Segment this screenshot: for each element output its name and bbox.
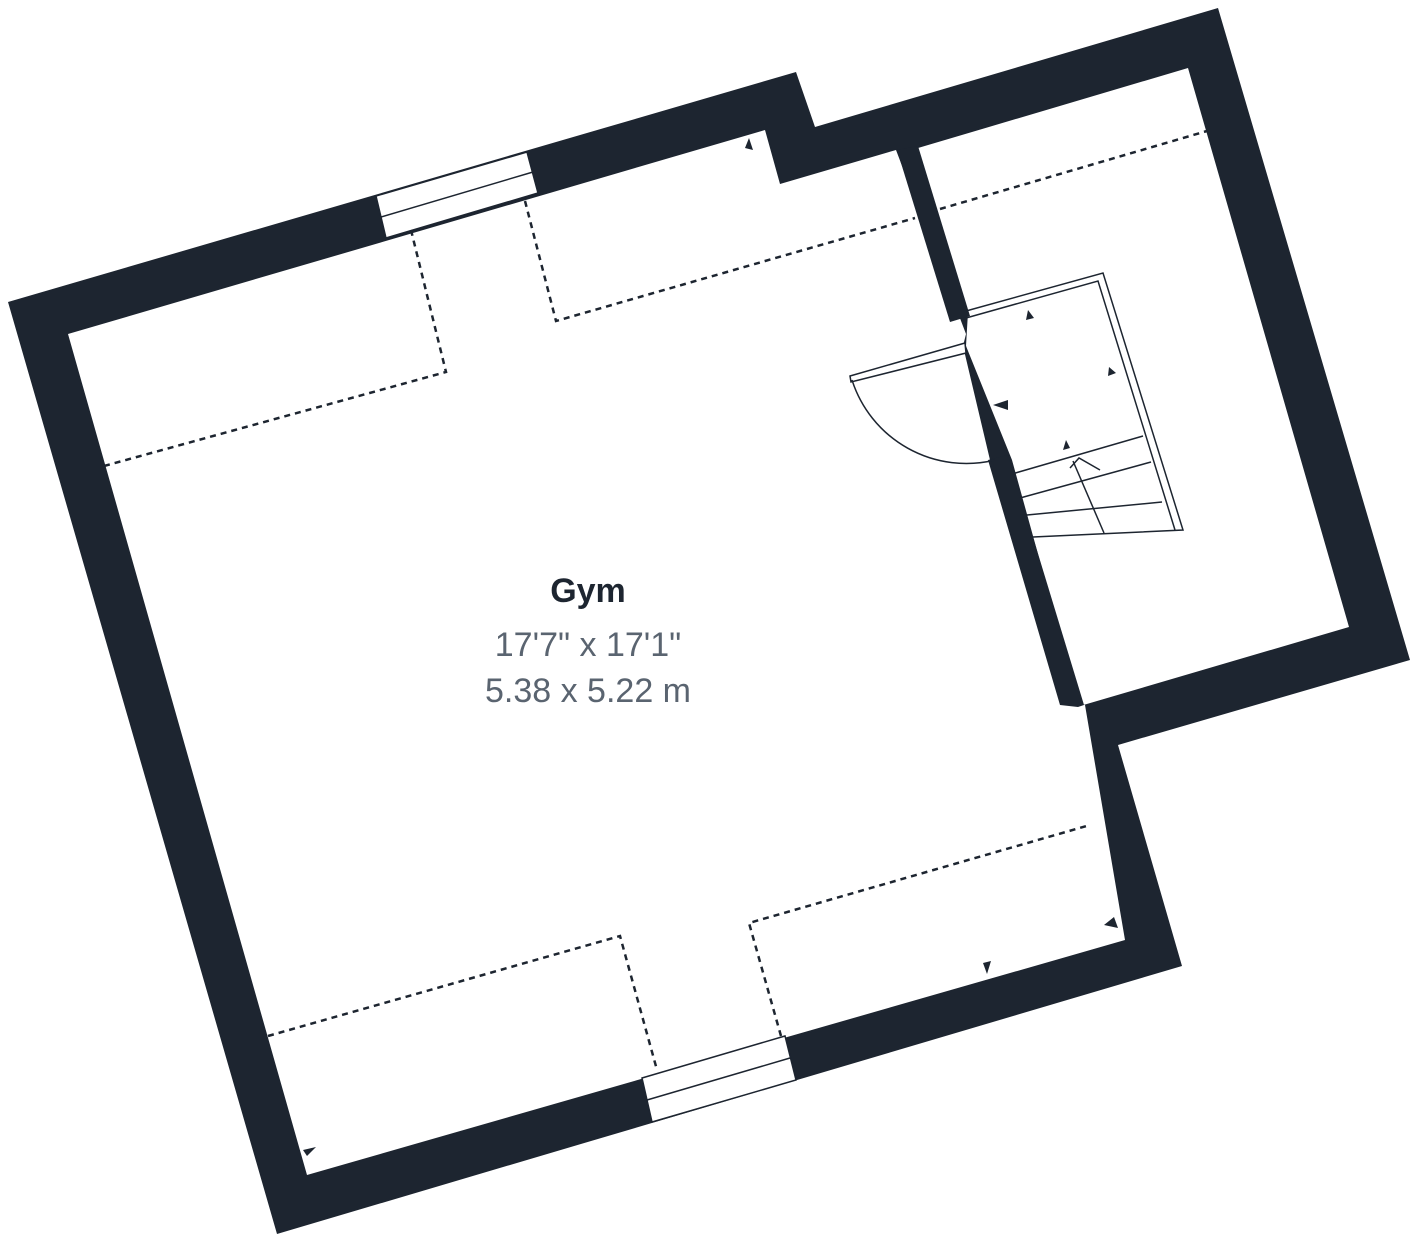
- staircase: [965, 272, 1185, 538]
- marker-arrow: [1108, 367, 1116, 376]
- partition-wall-lower: [988, 455, 1084, 707]
- door: [849, 342, 996, 465]
- gym-floor: [68, 130, 1125, 1175]
- marker-arrow: [745, 138, 753, 150]
- marker-arrow: [1063, 440, 1070, 450]
- marker-arrow: [983, 961, 991, 974]
- marker-arrow: [993, 400, 1008, 410]
- marker-arrow: [1026, 310, 1034, 320]
- window-top: [375, 151, 539, 239]
- room-dimensions-metric: 5.38 x 5.22 m: [485, 672, 691, 710]
- marker-arrow: [303, 1147, 316, 1156]
- direction-markers: [303, 138, 1118, 1156]
- marker-arrow: [1104, 917, 1118, 928]
- side-room-floor: [918, 68, 1349, 706]
- partition-wall-upper: [897, 146, 970, 322]
- room-dimensions-imperial: 17'7" x 17'1": [495, 626, 681, 664]
- window-bottom: [641, 1035, 797, 1123]
- room-name: Gym: [550, 572, 626, 610]
- roof-slope-lines: [103, 129, 1208, 1071]
